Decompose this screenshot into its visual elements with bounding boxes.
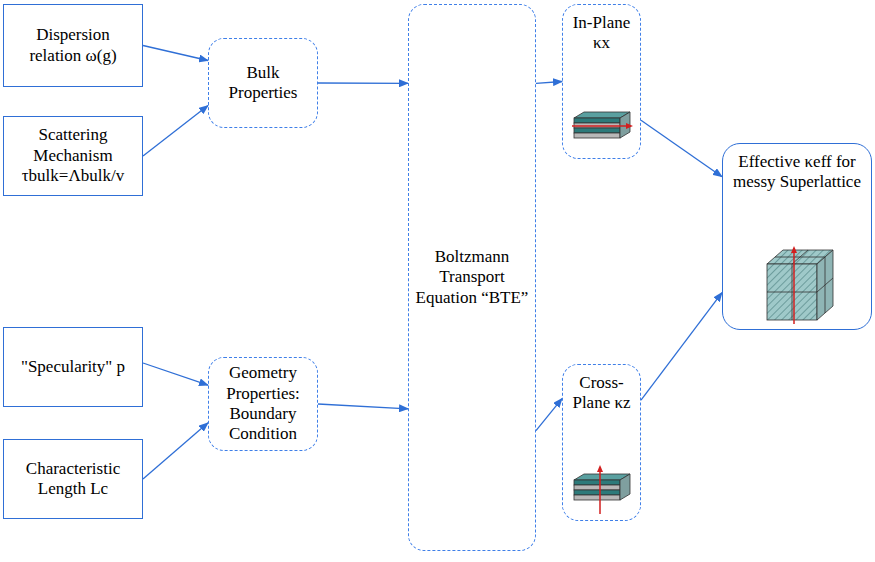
node-label: Scattering Mechanism τbulk=Λbulk/v xyxy=(10,125,136,186)
flow-arrow xyxy=(143,106,208,157)
node-label: Geometry Properties: Boundary Condition xyxy=(215,363,311,445)
solver-box: Boltzmann Transport Equation “BTE” xyxy=(408,4,536,551)
node-label: "Specularity" p xyxy=(21,357,125,377)
process-box: Bulk Properties xyxy=(208,38,318,128)
result-box: Effective κeff for messy Superlattice xyxy=(722,143,872,330)
flow-arrow xyxy=(536,82,562,84)
flow-arrow xyxy=(318,82,408,84)
flow-arrow xyxy=(143,46,208,61)
process-box: Geometry Properties: Boundary Condition xyxy=(208,357,318,451)
flow-arrow xyxy=(143,423,208,479)
node-label: Characteristic Length Lc xyxy=(10,459,136,500)
layer-stack-icon xyxy=(570,464,634,516)
flow-arrow xyxy=(143,363,208,385)
node-label: Dispersion relation ω(g) xyxy=(10,25,136,66)
output-box: In-Plane κx xyxy=(562,4,641,159)
flow-arrow xyxy=(536,399,562,431)
node-label: Cross-Plane κz xyxy=(569,373,634,414)
flow-arrow xyxy=(318,404,408,409)
superlattice-cube-icon xyxy=(763,246,837,326)
flow-arrow xyxy=(641,293,722,401)
layer-stack-icon xyxy=(570,108,634,148)
input-box: Scattering Mechanism τbulk=Λbulk/v xyxy=(3,116,143,196)
input-box: Characteristic Length Lc xyxy=(3,439,143,519)
node-label: Boltzmann Transport Equation “BTE” xyxy=(415,247,529,308)
node-label: Effective κeff for messy Superlattice xyxy=(729,152,865,193)
flow-arrow xyxy=(641,120,722,176)
input-box: Dispersion relation ω(g) xyxy=(3,4,143,87)
node-label: In-Plane κx xyxy=(569,13,634,54)
input-box: "Specularity" p xyxy=(3,327,143,407)
output-box: Cross-Plane κz xyxy=(562,364,641,521)
node-label: Bulk Properties xyxy=(215,63,311,104)
